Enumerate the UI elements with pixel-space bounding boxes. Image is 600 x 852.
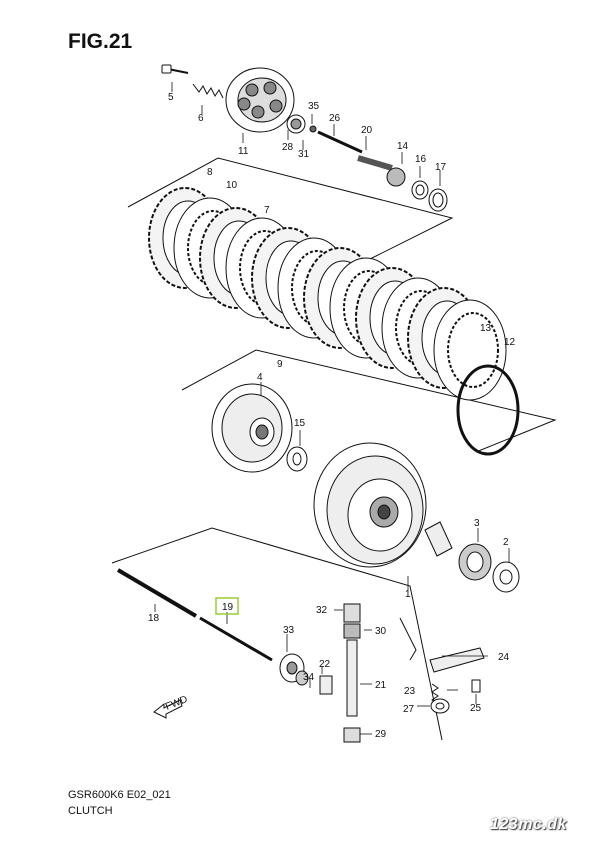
section-name: CLUTCH bbox=[68, 805, 113, 817]
part-label-11: 11 bbox=[238, 146, 249, 157]
part-label-19: 19 bbox=[222, 602, 234, 613]
fwd-label: FWD bbox=[164, 694, 189, 713]
part-label-4: 4 bbox=[257, 372, 263, 383]
part-label-25: 25 bbox=[470, 703, 482, 714]
fwd-arrow-icon: FWD bbox=[153, 694, 189, 719]
part-label-12: 12 bbox=[504, 337, 516, 348]
highlight-box bbox=[215, 597, 239, 615]
release-mechanism-group bbox=[116, 568, 485, 743]
part-label-24: 24 bbox=[498, 652, 510, 663]
part-label-31: 31 bbox=[298, 149, 310, 160]
part-label-27: 27 bbox=[403, 704, 415, 715]
part-label-1: 1 bbox=[405, 589, 411, 600]
part-label-30: 30 bbox=[375, 626, 387, 637]
part-label-32: 32 bbox=[316, 605, 328, 616]
part-label-33: 33 bbox=[283, 625, 295, 636]
part-label-18: 18 bbox=[148, 613, 160, 624]
pressure-plate-group bbox=[161, 64, 448, 212]
part-label-14: 14 bbox=[397, 141, 409, 152]
watermark: 123mc.dk bbox=[490, 816, 567, 833]
part-label-6: 6 bbox=[198, 113, 204, 124]
part-label-9: 9 bbox=[277, 359, 283, 370]
leader-lines bbox=[154, 82, 510, 735]
part-label-5: 5 bbox=[168, 92, 174, 103]
part-label-29: 29 bbox=[375, 729, 387, 740]
part-label-7: 7 bbox=[264, 205, 270, 216]
part-label-26: 26 bbox=[329, 113, 341, 124]
model-code: GSR600K6 E02_021 bbox=[68, 789, 171, 801]
part-label-21: 21 bbox=[375, 680, 387, 691]
part-label-17: 17 bbox=[435, 162, 447, 173]
part-label-13: 13 bbox=[480, 323, 492, 334]
part-label-16: 16 bbox=[415, 154, 427, 165]
clutch-plate-stack bbox=[148, 187, 520, 456]
part-label-20: 20 bbox=[361, 125, 373, 136]
part-label-2: 2 bbox=[503, 537, 509, 548]
drive-plate bbox=[433, 299, 507, 401]
spring-seat-ring bbox=[456, 364, 520, 456]
part-label-22: 22 bbox=[319, 659, 331, 670]
part-label-28: 28 bbox=[282, 142, 294, 153]
hub-and-housing-group bbox=[211, 383, 520, 593]
part-label-10: 10 bbox=[226, 180, 238, 191]
part-label-15: 15 bbox=[294, 418, 306, 429]
part-label-8: 8 bbox=[207, 167, 213, 178]
part-label-23: 23 bbox=[404, 686, 416, 697]
section-outlines bbox=[111, 157, 557, 741]
part-label-3: 3 bbox=[474, 518, 480, 529]
figure-title: FIG.21 bbox=[68, 30, 133, 53]
part-label-35: 35 bbox=[308, 101, 320, 112]
part-number-labels: 5611352628312014161781079131241532118193… bbox=[148, 92, 516, 740]
part-label-34: 34 bbox=[303, 672, 315, 683]
